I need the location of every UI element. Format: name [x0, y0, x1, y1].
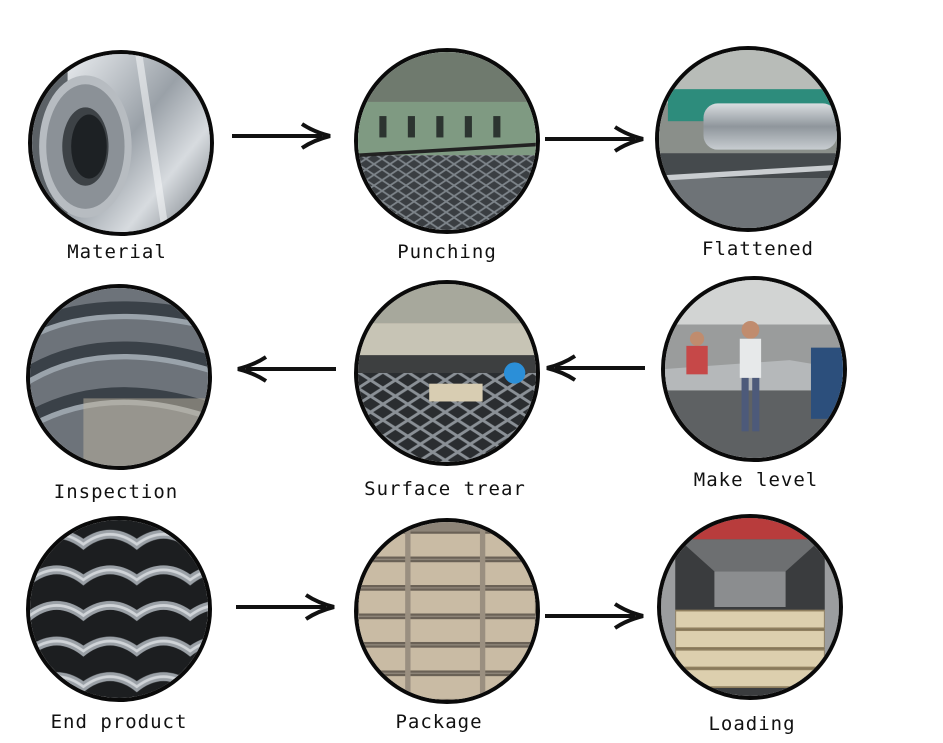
expanded-metal-icon: [26, 516, 212, 702]
step-label: Inspection: [53, 481, 179, 503]
step-label: End product: [50, 711, 188, 733]
step-label: Material: [67, 241, 167, 263]
step-label: Make level: [693, 469, 819, 491]
flattening-roller-icon: [655, 46, 841, 232]
arrow-right-icon: [545, 125, 644, 153]
arrow-right-icon: [232, 122, 331, 150]
arrow-right-icon: [236, 593, 335, 621]
arrow-left-icon: [546, 354, 645, 382]
workers-leveling-icon: [661, 276, 847, 462]
mesh-closeup-icon: [26, 284, 212, 470]
arrow-left-icon: [237, 355, 336, 383]
stacked-sheets-icon: [354, 518, 540, 704]
surface-treatment-icon: [354, 280, 540, 466]
step-label: Surface trear: [364, 478, 526, 500]
step-label: Loading: [708, 713, 796, 735]
container-loading-icon: [657, 514, 843, 700]
step-label: Package: [395, 711, 483, 733]
arrow-right-icon: [545, 602, 644, 630]
steel-coil-icon: [28, 50, 214, 236]
step-label: Punching: [397, 241, 497, 263]
step-label: Flattened: [702, 238, 814, 260]
punching-machine-icon: [354, 48, 540, 234]
